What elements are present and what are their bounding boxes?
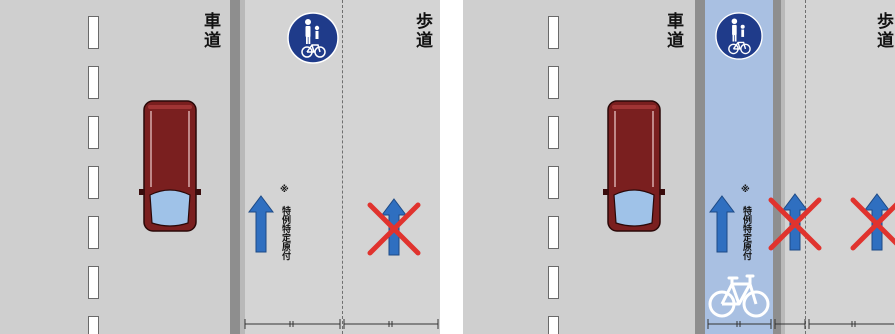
curb [230,0,240,334]
lane-marking [548,116,559,149]
lane-marking [548,266,559,299]
lane-marking [88,66,99,99]
sidewalk-label: 歩道 [412,12,432,50]
curb-edge [781,0,785,334]
note-asterisk: ※ [741,185,750,195]
up-arrow-icon [248,195,274,253]
width-dimension-marks [707,319,894,329]
sidewalk-divider-line [342,0,343,334]
roadway-label: 車道 [663,12,683,50]
curb-edge [240,0,245,334]
lane-marking [548,216,559,249]
lane-marking [88,166,99,199]
pedestrian-bicycle-sign-icon [287,12,339,64]
curb [773,0,781,334]
lane-marking [88,316,99,334]
right-diagram: 車道 歩道 ※ 特例特定原付 [463,0,895,334]
car-icon [139,100,201,232]
bicycle-icon [708,274,770,318]
width-dimension-marks [244,319,439,329]
up-arrow-icon [709,195,735,253]
sidewalk-label: 歩道 [873,12,893,50]
special-note-label: 特例特定原付 [741,206,751,260]
pedestrian-bicycle-sign-icon [715,12,763,60]
prohibited-arrow-icon [768,193,822,251]
lane-marking [548,316,559,334]
curb [695,0,705,334]
car-icon [603,100,665,232]
lane-marking [88,116,99,149]
lane-marking [548,166,559,199]
lane-marking [88,216,99,249]
note-asterisk: ※ [280,185,289,195]
sidewalk-area [785,0,895,334]
prohibited-arrow-icon [367,198,421,256]
lane-marking [88,266,99,299]
sidewalk-divider-line [805,0,806,334]
lane-marking [548,16,559,49]
special-note-label: 特例特定原付 [280,206,290,260]
lane-marking [548,66,559,99]
left-diagram: 車道 歩道 ※ 特例特定原付 [0,0,440,334]
lane-marking [88,16,99,49]
prohibited-arrow-icon [850,193,895,251]
roadway-label: 車道 [200,12,220,50]
